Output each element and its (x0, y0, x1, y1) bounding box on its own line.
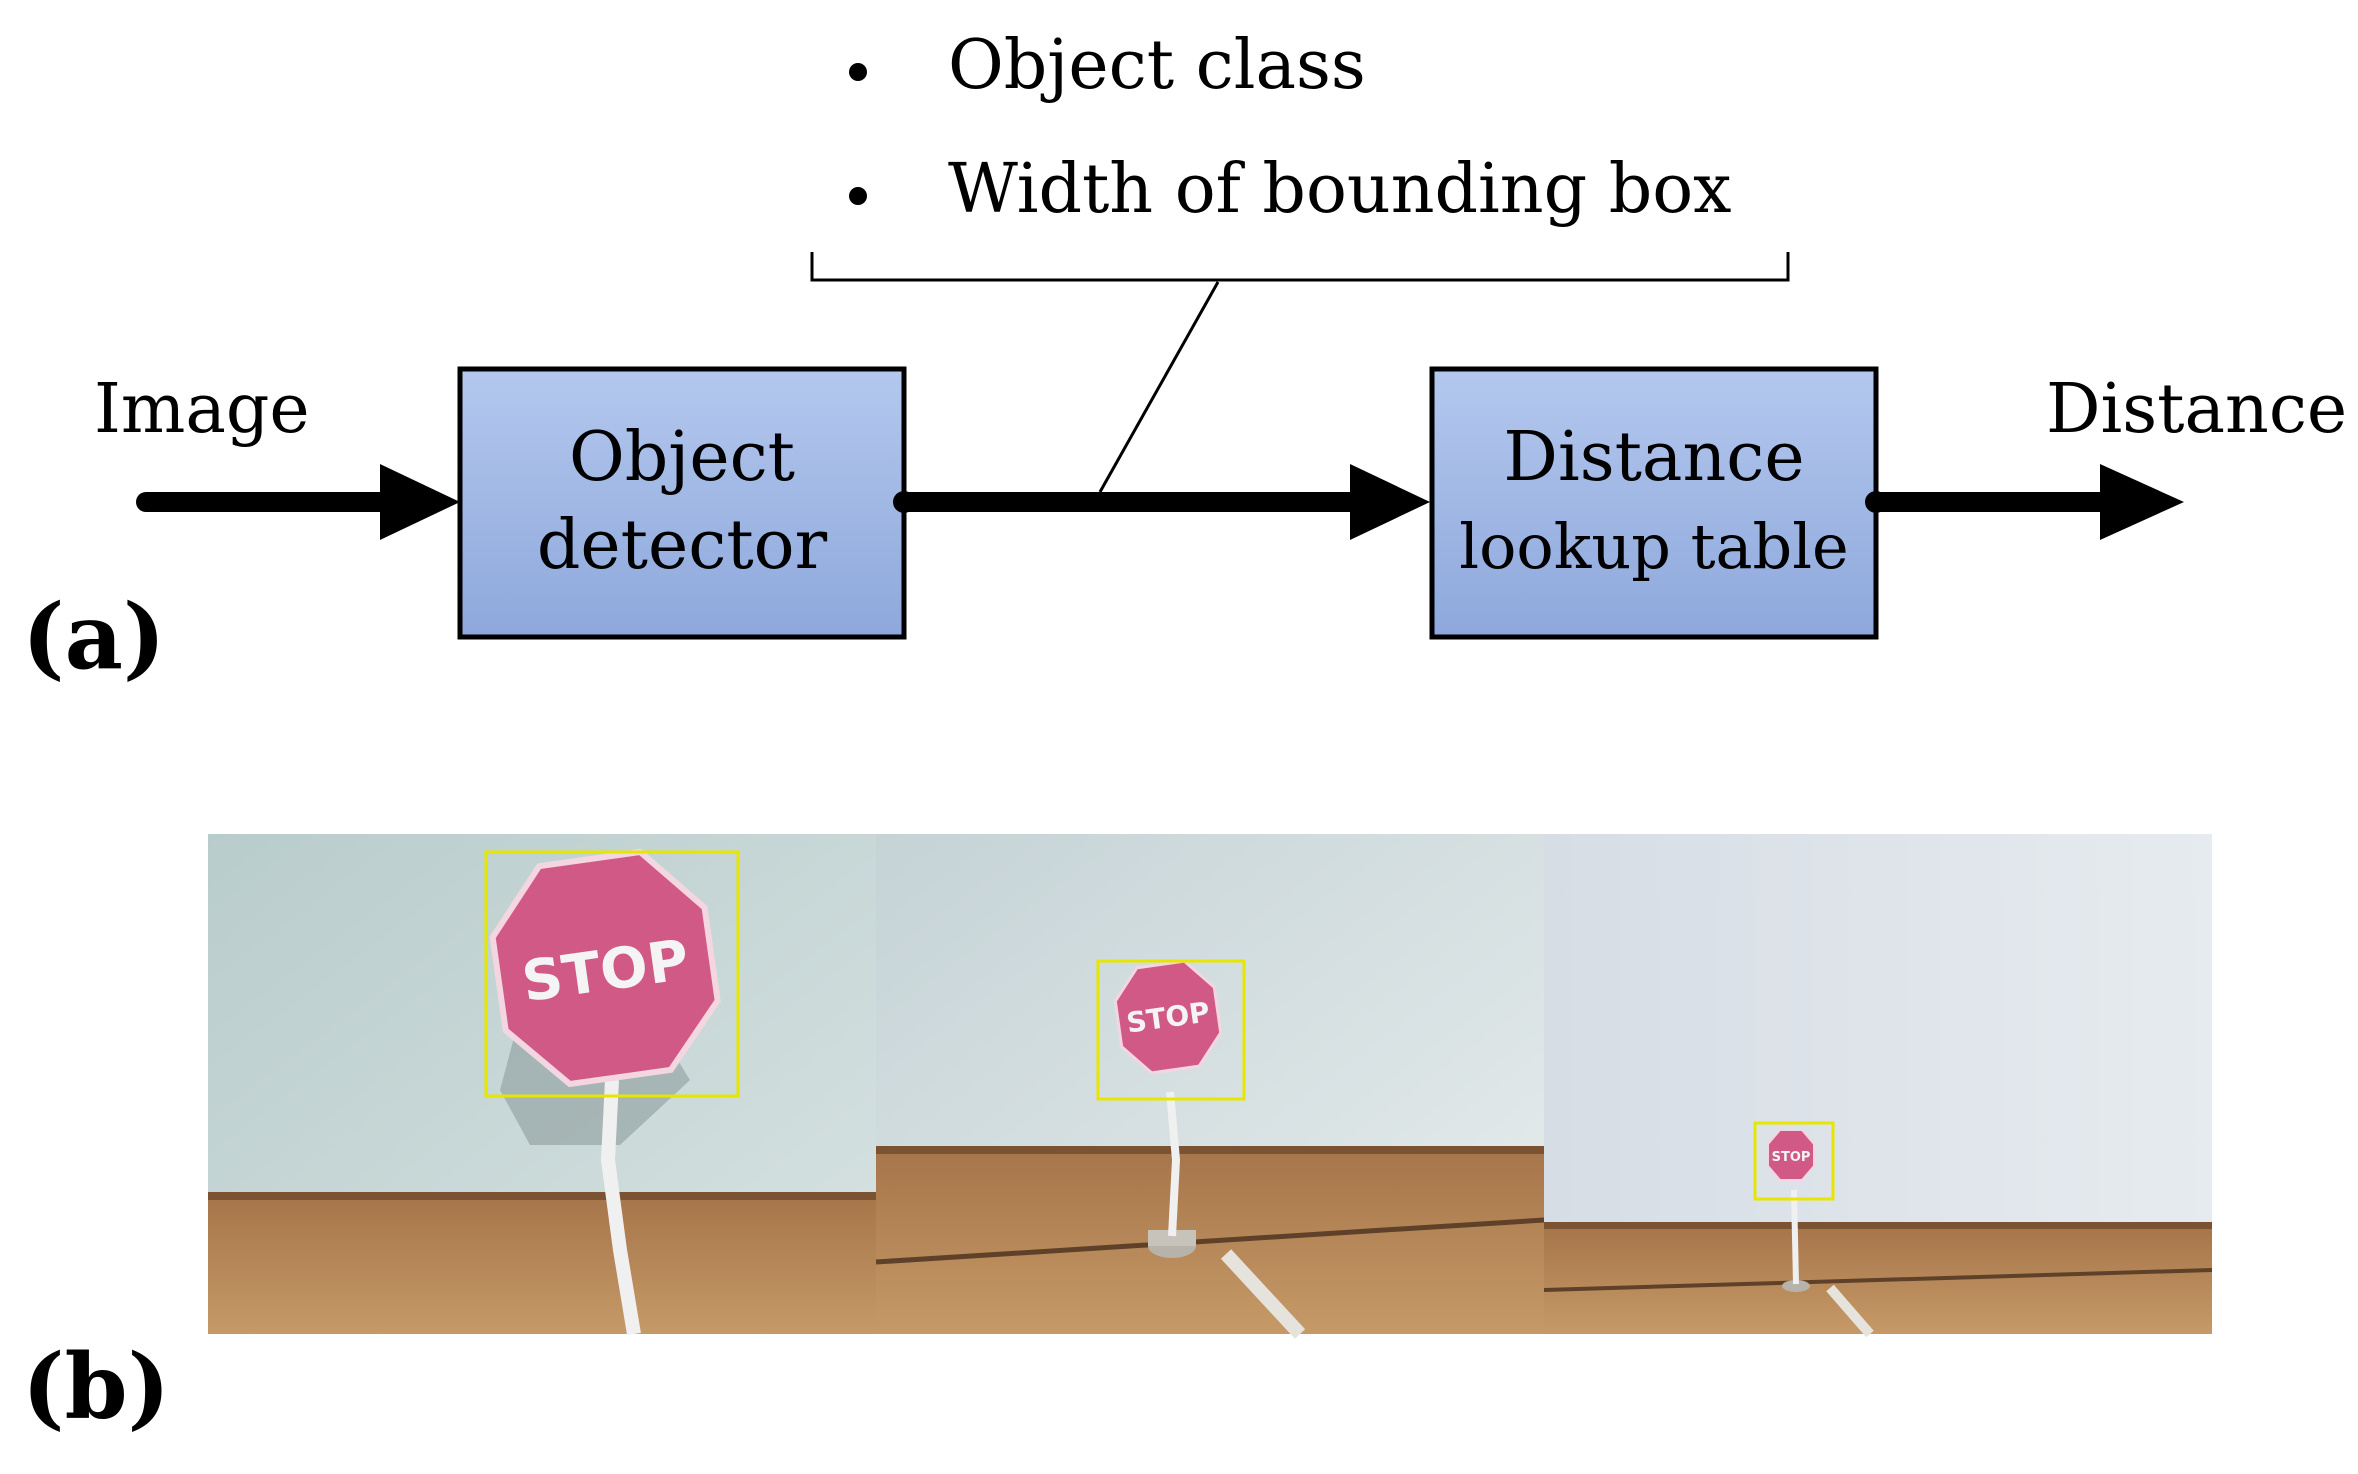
bounding-box-near (484, 850, 740, 1098)
photo-middle: STOP (875, 834, 1545, 1339)
bullet-width-of-bounding-box: Width of bounding box (948, 150, 1732, 229)
input-arrow-head (380, 464, 460, 540)
bullet-dot (849, 63, 867, 81)
input-label-image: Image (94, 370, 310, 449)
bracket (810, 252, 1790, 282)
output-arrow-head (2100, 464, 2184, 540)
bracket-leader-line (1098, 281, 1220, 493)
stop-sign-text-far: STOP (1772, 1150, 1811, 1165)
distance-lookup-label-line1: Distance (1503, 418, 1804, 497)
photo-far: STOP (1543, 834, 2213, 1338)
panel-a-label: (a) (22, 584, 165, 690)
bullet-dot (849, 187, 867, 205)
middle-arrow-head (1350, 464, 1430, 540)
panel-b-photos: STOP STOP (22, 834, 2213, 1440)
object-detector-label-line1: Object (569, 418, 795, 497)
output-label-distance: Distance (2046, 370, 2347, 449)
photo-near: STOP (208, 834, 876, 1336)
object-detector-label-line2: detector (537, 506, 828, 585)
distance-lookup-label-line2: lookup table (1459, 510, 1848, 583)
object-detector-block (457, 366, 907, 640)
panel-a-block-diagram: Object class Width of bounding box Image… (22, 26, 2347, 690)
bullet-object-class: Object class (948, 26, 1366, 105)
stop-sign-near (489, 848, 721, 1088)
panel-b-label: (b) (22, 1334, 170, 1440)
bounding-box-far (1753, 1121, 1835, 1201)
stop-sign-middle (1113, 959, 1223, 1075)
distance-lookup-table-block (1429, 366, 1879, 640)
bounding-box-middle (1096, 959, 1246, 1101)
stop-sign-far (1767, 1129, 1815, 1181)
